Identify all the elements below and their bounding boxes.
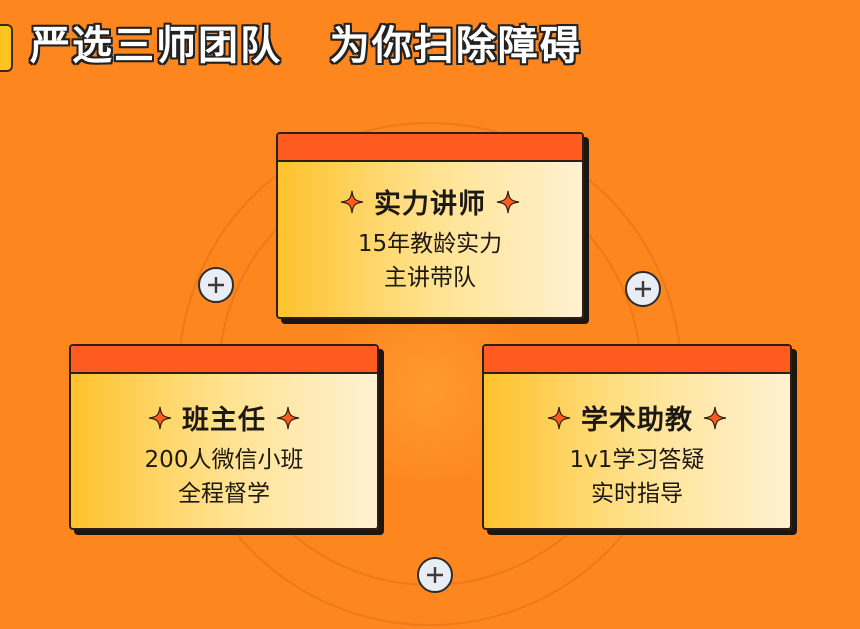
card-lecturer: 实力讲师 15年教龄实力 主讲带队	[276, 132, 584, 319]
card-desc-line: 15年教龄实力	[357, 231, 503, 257]
plus-icon	[208, 277, 224, 293]
sparkle-icon	[703, 406, 727, 429]
card-class-teacher: 班主任 200人微信小班 全程督学	[69, 344, 379, 530]
card-header-strip	[484, 346, 790, 374]
card-desc-line: 主讲带队	[384, 265, 476, 291]
card-desc-line: 200人微信小班	[144, 447, 304, 473]
card-desc-line: 全程督学	[178, 481, 270, 507]
sparkle-icon	[547, 406, 571, 429]
plus-icon	[427, 567, 443, 583]
plus-icon-bottom	[417, 557, 453, 593]
card-header-strip	[71, 346, 377, 374]
card-title: 班主任	[182, 405, 266, 436]
sparkle-icon	[276, 406, 300, 429]
sparkle-icon	[148, 406, 172, 429]
plus-icon-left	[198, 267, 234, 303]
title-accent-bar	[0, 24, 13, 72]
card-desc-line: 实时指导	[591, 481, 683, 507]
sparkle-icon	[496, 190, 520, 213]
card-teaching-assistant: 学术助教 1v1学习答疑 实时指导	[482, 344, 792, 530]
page-title: 严选三师团队 为你扫除障碍	[30, 23, 582, 69]
card-header-strip	[278, 134, 582, 162]
card-desc-line: 1v1学习答疑	[569, 447, 705, 473]
sparkle-icon	[340, 190, 364, 213]
card-title: 实力讲师	[374, 189, 486, 220]
plus-icon	[635, 281, 651, 297]
card-title: 学术助教	[581, 405, 693, 436]
plus-icon-right	[625, 271, 661, 307]
